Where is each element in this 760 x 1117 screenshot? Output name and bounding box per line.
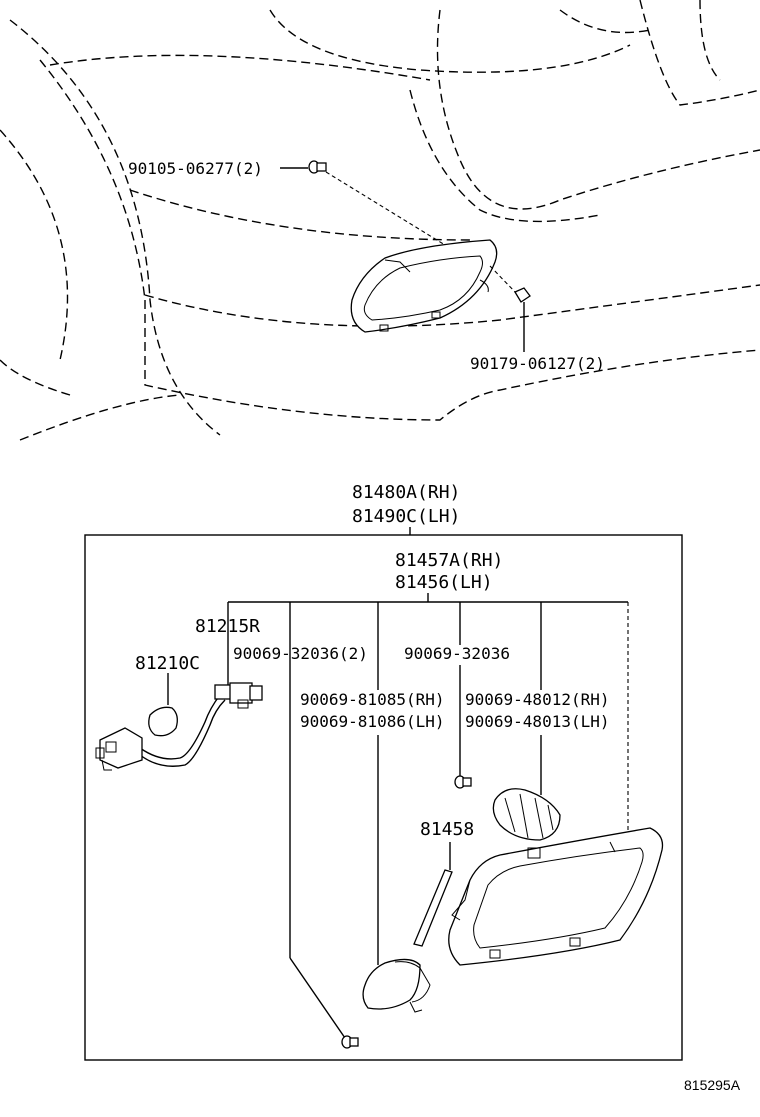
side-marker-lens-housing — [448, 827, 664, 966]
screw-a-icon — [341, 1035, 359, 1049]
callout-lens-lh: 81456(LH) — [395, 572, 493, 593]
bolt-icon — [308, 160, 327, 174]
vehicle-body-outline — [0, 0, 760, 441]
callout-nut-top: 90179-06127(2) — [470, 354, 605, 373]
leader-bolt-to-lamp — [325, 171, 446, 246]
diagram-id: 815295A — [684, 1077, 741, 1093]
bulb-socket-cover — [362, 958, 431, 1013]
callout-bulb-b-rh: 90069-48012(RH) — [465, 690, 610, 709]
lamp-bulb-large — [492, 788, 561, 841]
callout-gasket: 81458 — [420, 819, 474, 840]
screw-b-icon — [454, 775, 472, 789]
leader-screw-a-diag — [289, 957, 346, 1039]
bulb-icon — [148, 706, 178, 737]
leader-nut-to-lamp — [489, 265, 517, 294]
callout-bulb-b-lh: 90069-48013(LH) — [465, 712, 610, 731]
side-marker-lamp-installed — [350, 239, 498, 333]
nut-icon — [514, 287, 531, 303]
callout-assembly-rh: 81480A(RH) — [352, 482, 460, 503]
callout-bulb-a-lh: 90069-81086(LH) — [300, 712, 445, 731]
callout-lens-rh: 81457A(RH) — [395, 550, 503, 571]
gasket-strip — [413, 869, 453, 947]
connector-icon — [95, 727, 143, 771]
socket-harness — [139, 682, 263, 767]
callout-bulb-a-rh: 90069-81085(RH) — [300, 690, 445, 709]
callout-bulb: 81210C — [135, 653, 200, 674]
assembly-frame — [84, 534, 683, 1061]
callout-screw-b: 90069-32036 — [404, 644, 510, 663]
callout-assembly-lh: 81490C(LH) — [352, 506, 460, 527]
callout-bolt-top: 90105-06277(2) — [128, 159, 263, 178]
callout-screw-a: 90069-32036(2) — [233, 644, 368, 663]
